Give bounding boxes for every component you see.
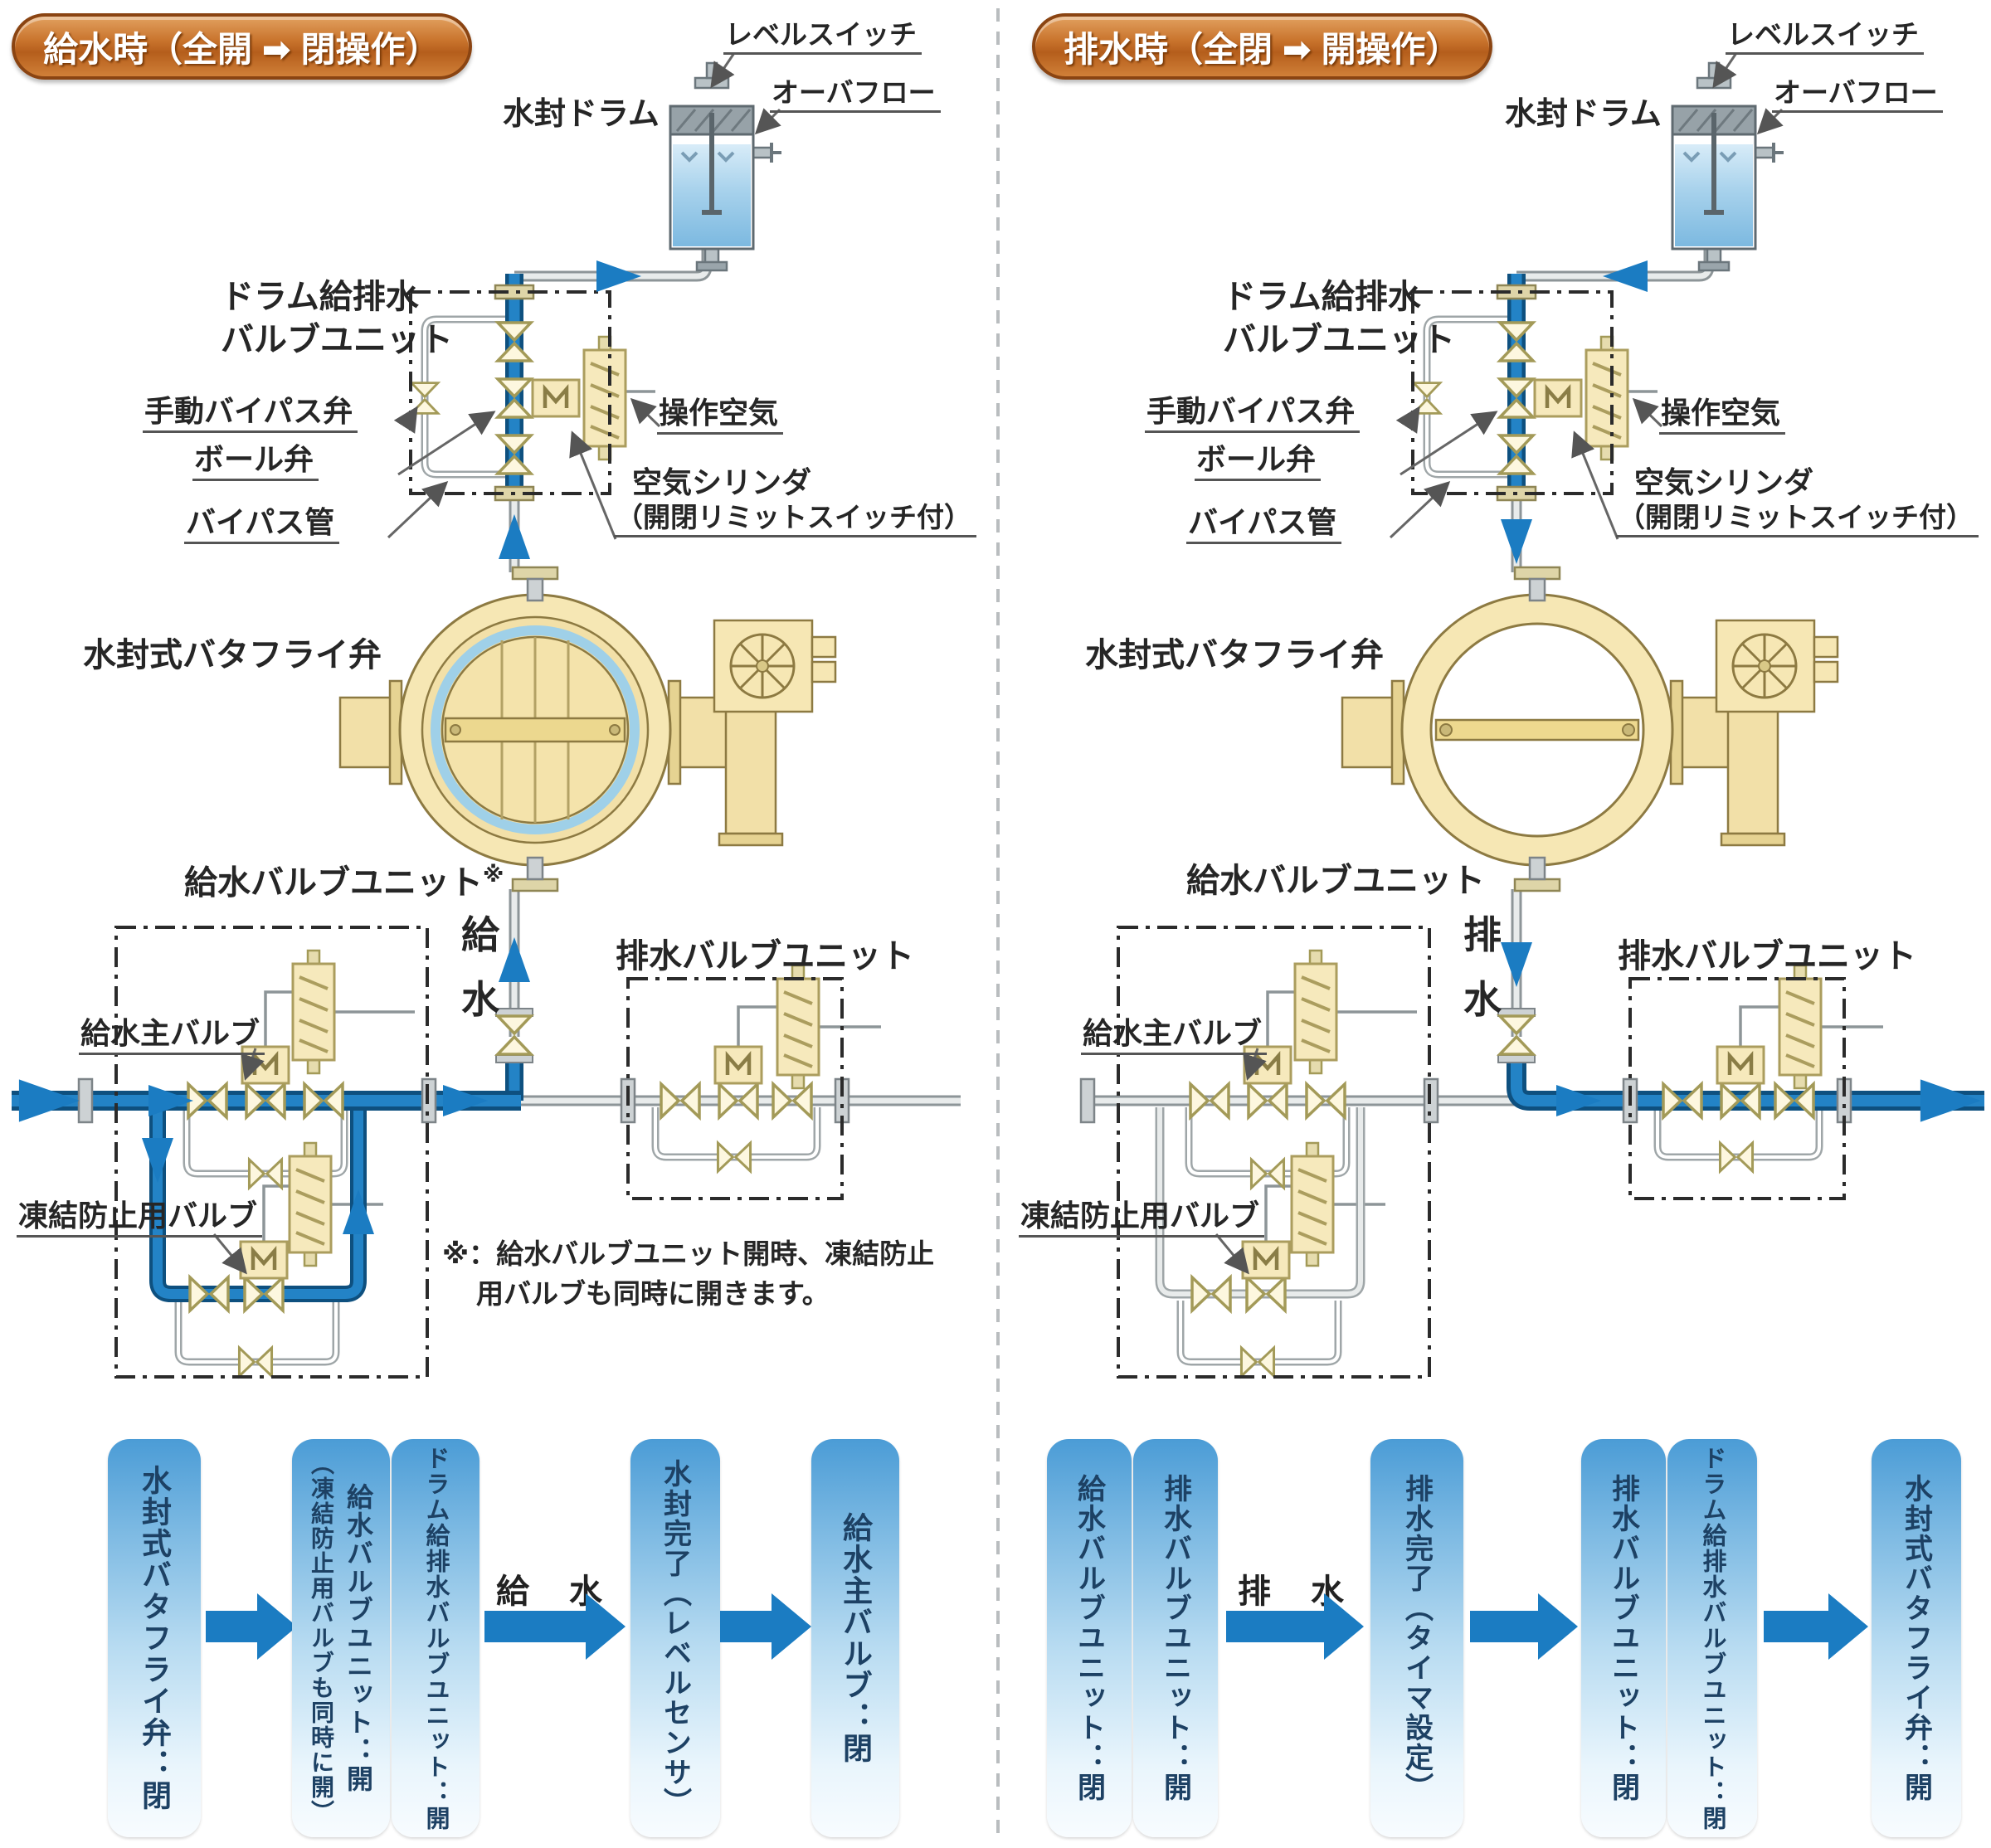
sequence-step-text: 水封完了（レベルセンサ） [659, 1459, 691, 1817]
butterfly-valve-label: 水封式バタフライ弁 [1085, 637, 1384, 674]
antifreeze-valve-label: 凍結防止用バルブ [17, 1199, 263, 1238]
sequence-step-text: 給水バルブユニット：閉 [1073, 1474, 1105, 1802]
butterfly-valve-open [1341, 566, 1839, 892]
supply-unit-label: 給水バルブユニット [1186, 863, 1485, 899]
water-seal-drum [1672, 63, 1784, 270]
ball-valve-label: ボール弁 [192, 443, 319, 481]
supply-valve-unit-box [114, 926, 429, 1379]
sequence-arrow [484, 1593, 626, 1660]
operating-air-label: 操作空気 [657, 396, 784, 435]
sequence-step-text: 排水バルブユニット：開 [1159, 1474, 1191, 1802]
drain-unit-label: 排水バルブユニット [616, 938, 914, 975]
note-line2: 用バルブも同時に開きます。 [476, 1278, 830, 1309]
valve-actuator [713, 619, 837, 847]
sequence-arrow [206, 1593, 297, 1660]
supply-panel-equipment [77, 63, 850, 1378]
drum-label: 水封ドラム [1505, 97, 1662, 132]
flow-direction-char1: 給 [461, 913, 499, 956]
valve-actuator [1715, 619, 1839, 847]
sequence-step: 水封完了（レベルセンサ） [630, 1439, 720, 1837]
water-seal-ring [431, 625, 640, 834]
antifreeze-valve-label: 凍結防止用バルブ [1019, 1199, 1265, 1238]
sequence-step: ドラム給排水バルブユニット：開 [392, 1439, 479, 1837]
drum-label: 水封ドラム [503, 97, 660, 132]
butterfly-valve-closed [338, 566, 837, 892]
sequence-step-subtext: （凍結防止用バルブも同時に開） [309, 1452, 334, 1825]
ball-valve-label: ボール弁 [1195, 443, 1322, 481]
drain-valve-unit-box [1628, 977, 1846, 1200]
sequence-step-text: 水封式バタフライ弁：閉 [138, 1465, 172, 1812]
sequence-step: 排水バルブユニット：閉 [1581, 1439, 1666, 1837]
flow-direction-char2: 水 [1463, 978, 1502, 1021]
air-cylinder-label-line2: （開閉リミットスイッチ付） [614, 502, 976, 538]
drain-panel-equipment [1079, 63, 1852, 1378]
bypass-pipe-label: バイパス管 [1186, 506, 1342, 544]
supply-main-valve-label: 給水主バルブ [1081, 1017, 1268, 1055]
drain-unit-label: 排水バルブユニット [1618, 938, 1916, 975]
sequence-arrow [1764, 1593, 1868, 1660]
drain-panel-boxes [1117, 290, 1846, 1379]
sequence-arrow [1226, 1593, 1364, 1660]
drum-unit-label-line2: バルブユニット [221, 322, 453, 358]
butterfly-valve-label: 水封式バタフライ弁 [83, 637, 382, 674]
level-switch-label: レベルスイッチ [1726, 19, 1924, 56]
sequence-step: 給水主バルブ：閉 [811, 1439, 899, 1837]
note-line1: ※：給水バルブユニット開時、凍結防止 [442, 1238, 935, 1269]
sequence-arrow [1470, 1593, 1578, 1660]
sequence-step: ドラム給排水バルブユニット：閉 [1667, 1439, 1757, 1837]
sequence-step-text: 排水バルブユニット：閉 [1607, 1474, 1639, 1802]
sequence-step-text: 給水バルブユニット：開 [343, 1483, 373, 1793]
drain-mode-header: 排水時（全閉 ➡ 開操作） [1032, 13, 1492, 80]
supply-unit-label-text: 給水バルブユニット [184, 864, 483, 902]
sequence-step-text: 給水主バルブ：閉 [839, 1512, 873, 1764]
sequence-step-text: 排水完了（タイマ設定） [1400, 1474, 1433, 1802]
air-cylinder-label-line1: 空気シリンダ [1634, 465, 1814, 499]
manual-bypass-valve-label: 手動バイパス弁 [143, 395, 358, 433]
sequence-step: 水封式バタフライ弁：開 [1872, 1439, 1961, 1837]
manual-bypass-valve-label: 手動バイパス弁 [1145, 395, 1361, 433]
supply-main-valve-label: 給水主バルブ [79, 1017, 265, 1055]
sequence-step: 給水バルブユニット：開 （凍結防止用バルブも同時に開） [292, 1439, 390, 1837]
supply-valve-unit-box [1117, 926, 1431, 1379]
level-switch-label: レベルスイッチ [723, 19, 922, 56]
supply-mode-header: 給水時（全開 ➡ 閉操作） [12, 13, 472, 80]
sequence-step: 給水バルブユニット：閉 [1047, 1439, 1132, 1837]
bypass-pipe-label: バイパス管 [184, 506, 340, 544]
drain-valve-unit-box [626, 977, 844, 1200]
drain-panel-leader-lines [1215, 52, 1784, 1275]
drum-unit-label-line2: バルブユニット [1223, 322, 1455, 358]
flow-direction-char2: 水 [461, 978, 499, 1021]
air-cylinder-label-line1: 空気シリンダ [632, 465, 812, 499]
supply-panel-boxes [114, 290, 844, 1379]
drum-unit-label-line1: ドラム給排水 [221, 279, 419, 315]
sequence-arrow [720, 1593, 811, 1660]
supply-panel-leader-lines [212, 52, 781, 1275]
overflow-label: オーバフロー [1772, 77, 1943, 114]
drum-unit-label-line1: ドラム給排水 [1223, 279, 1421, 315]
sequence-arrow-label: 給 水 [496, 1573, 606, 1610]
air-cylinder-label-line2: （開閉リミットスイッチ付） [1616, 502, 1979, 538]
overflow-label: オーバフロー [770, 77, 941, 114]
sequence-step: 水封式バタフライ弁：閉 [108, 1439, 201, 1837]
sequence-step-text: ドラム給排水バルブユニット：開 [422, 1445, 449, 1831]
water-seal-drum [670, 63, 781, 270]
supply-unit-note-mark: ※ [483, 862, 504, 887]
sequence-step-text: ドラム給排水バルブユニット：閉 [1699, 1445, 1726, 1831]
sequence-step: 排水バルブユニット：開 [1133, 1439, 1218, 1837]
sequence-step-text: 水封式バタフライ弁：開 [1900, 1474, 1932, 1802]
supply-unit-label: 給水バルブユニット※ [184, 862, 504, 902]
sequence-step: 排水完了（タイマ設定） [1370, 1439, 1463, 1837]
flow-direction-char1: 排 [1463, 913, 1502, 956]
operating-air-label: 操作空気 [1659, 396, 1786, 435]
